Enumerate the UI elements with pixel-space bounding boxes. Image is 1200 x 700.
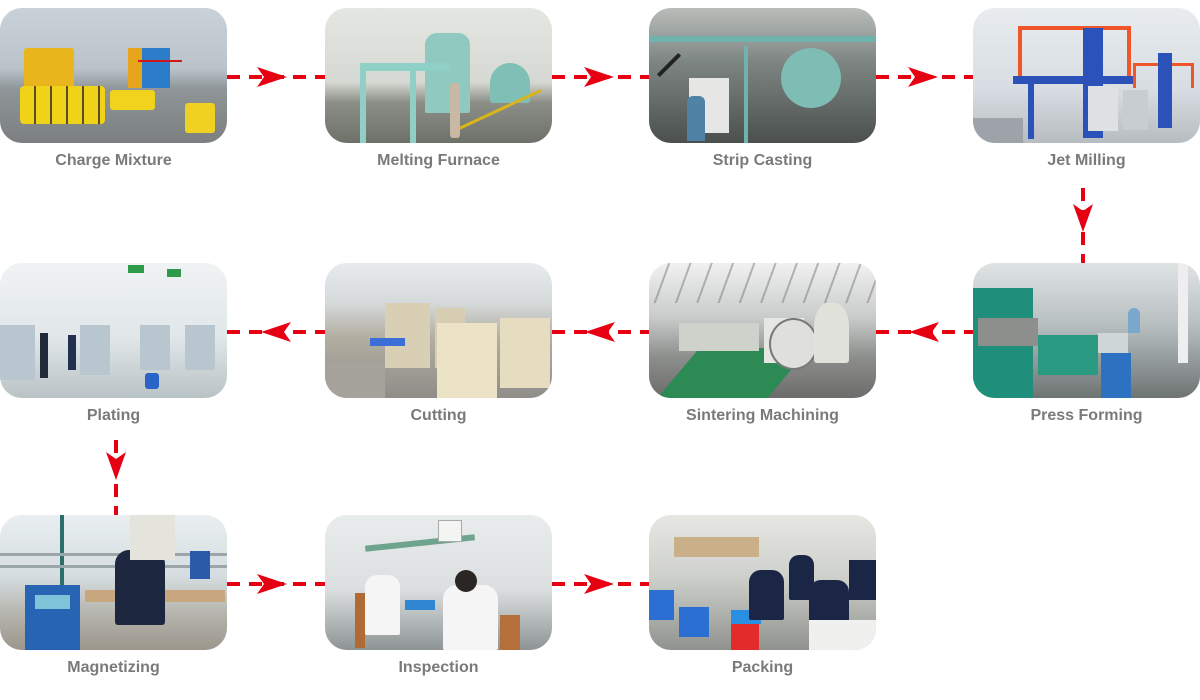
step-label: Melting Furnace [377,152,500,169]
step-label: Packing [731,659,794,676]
step-packing: Packing [649,515,876,676]
step-charge-mixture: Charge Mixture [0,8,227,169]
step-strip-casting: Strip Casting [649,8,876,169]
arrow-left-icon [876,321,973,343]
step-label: Cutting [410,407,467,424]
step-jet-milling: Jet Milling [973,8,1200,169]
step-melting-furnace: Melting Furnace [325,8,552,169]
photo-strip-casting [649,8,876,143]
arrow-right-icon [227,573,325,595]
step-label: Jet Milling [1047,152,1126,169]
step-sintering-machining: Sintering Machining [649,263,876,424]
step-inspection: Inspection [325,515,552,676]
arrow-right-icon [552,66,649,88]
step-label: Inspection [398,659,479,676]
arrow-left-icon [227,321,325,343]
photo-plating [0,263,227,398]
step-label: Sintering Machining [686,407,839,424]
step-cutting: Cutting [325,263,552,424]
photo-magnetizing [0,515,227,650]
photo-jet-milling [973,8,1200,143]
step-plating: Plating [0,263,227,424]
step-label: Magnetizing [67,659,160,676]
step-magnetizing: Magnetizing [0,515,227,676]
photo-melting-furnace [325,8,552,143]
photo-press-forming [973,263,1200,398]
arrow-down-icon [105,440,127,515]
step-label: Press Forming [1030,407,1143,424]
photo-inspection [325,515,552,650]
photo-charge-mixture [0,8,227,143]
photo-packing [649,515,876,650]
step-label: Charge Mixture [55,152,172,169]
arrow-down-icon [1072,188,1094,263]
photo-cutting [325,263,552,398]
step-press-forming: Press Forming [973,263,1200,424]
arrow-left-icon [552,321,649,343]
arrow-right-icon [552,573,649,595]
photo-sintering-machining [649,263,876,398]
step-label: Strip Casting [712,152,813,169]
arrow-right-icon [876,66,973,88]
step-label: Plating [86,407,141,424]
arrow-right-icon [227,66,325,88]
